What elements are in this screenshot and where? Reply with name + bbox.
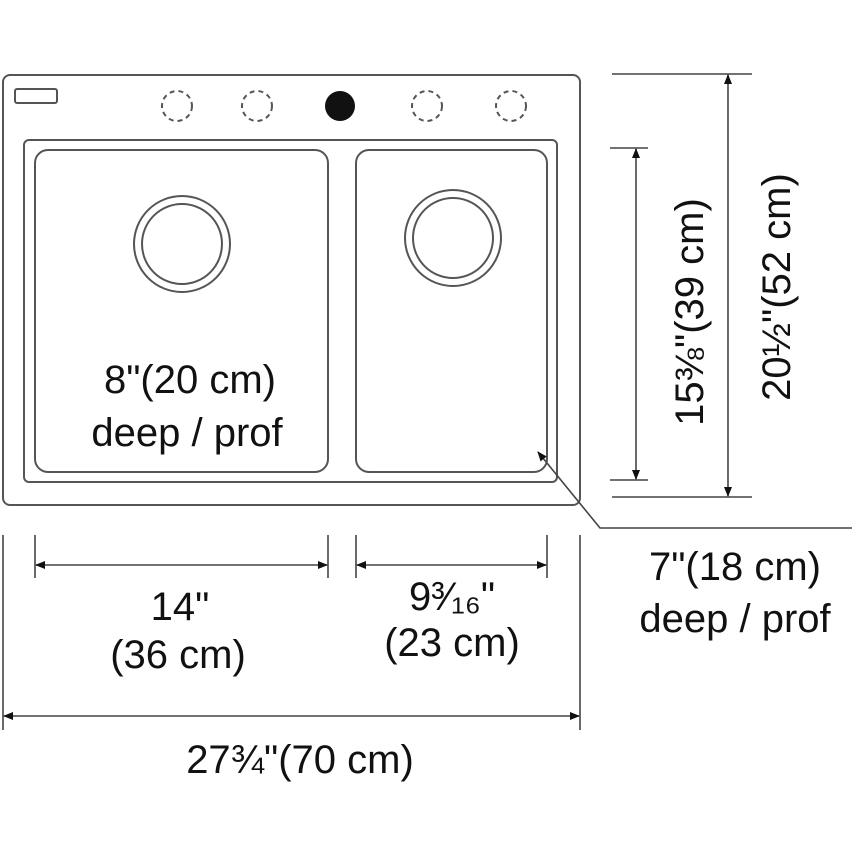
knockout-hole (241, 90, 273, 122)
left-width-cm: (36 cm) (110, 633, 246, 677)
right-bowl-depth-label: deep / prof (639, 597, 831, 641)
knockout-hole (161, 90, 193, 122)
right-bowl-depth: 7"(18 cm) (649, 545, 821, 589)
drain-outer (404, 189, 502, 287)
knockout-hole (411, 90, 443, 122)
knockout-hole (495, 90, 527, 122)
overflow-slot (14, 88, 58, 104)
left-width-dimension: 14" (36 cm) (34, 535, 329, 677)
right-bowl-depth-callout: 7"(18 cm) deep / prof (537, 451, 852, 641)
right-bowl (355, 149, 548, 473)
drain-inner (141, 203, 223, 285)
left-width-in: 14" (151, 585, 210, 629)
drain-outer (133, 195, 231, 293)
total-length-dimension: 20½"(52 cm) (612, 73, 799, 498)
left-bowl-depth: 8"(20 cm) (104, 358, 276, 402)
faucet-hole (325, 91, 355, 121)
left-bowl-depth-label: deep / prof (91, 411, 283, 455)
right-width-in: 9³⁄₁₆" (409, 575, 495, 619)
total-width: 27¾"(70 cm) (186, 738, 414, 782)
right-width-dimension: 9³⁄₁₆" (23 cm) (355, 535, 548, 665)
faucet-holes (161, 90, 527, 122)
drain-inner (412, 197, 494, 279)
right-width-cm: (23 cm) (384, 621, 520, 665)
total-width-dimension: 27¾"(70 cm) (2, 535, 581, 782)
bowl-length: 15⅜"(39 cm) (668, 198, 712, 426)
left-bowl: 8"(20 cm) deep / prof (34, 149, 329, 473)
bowl-length-dimension: 15⅜"(39 cm) (610, 147, 712, 481)
sink-outline (2, 74, 581, 506)
total-length: 20½"(52 cm) (755, 173, 799, 401)
